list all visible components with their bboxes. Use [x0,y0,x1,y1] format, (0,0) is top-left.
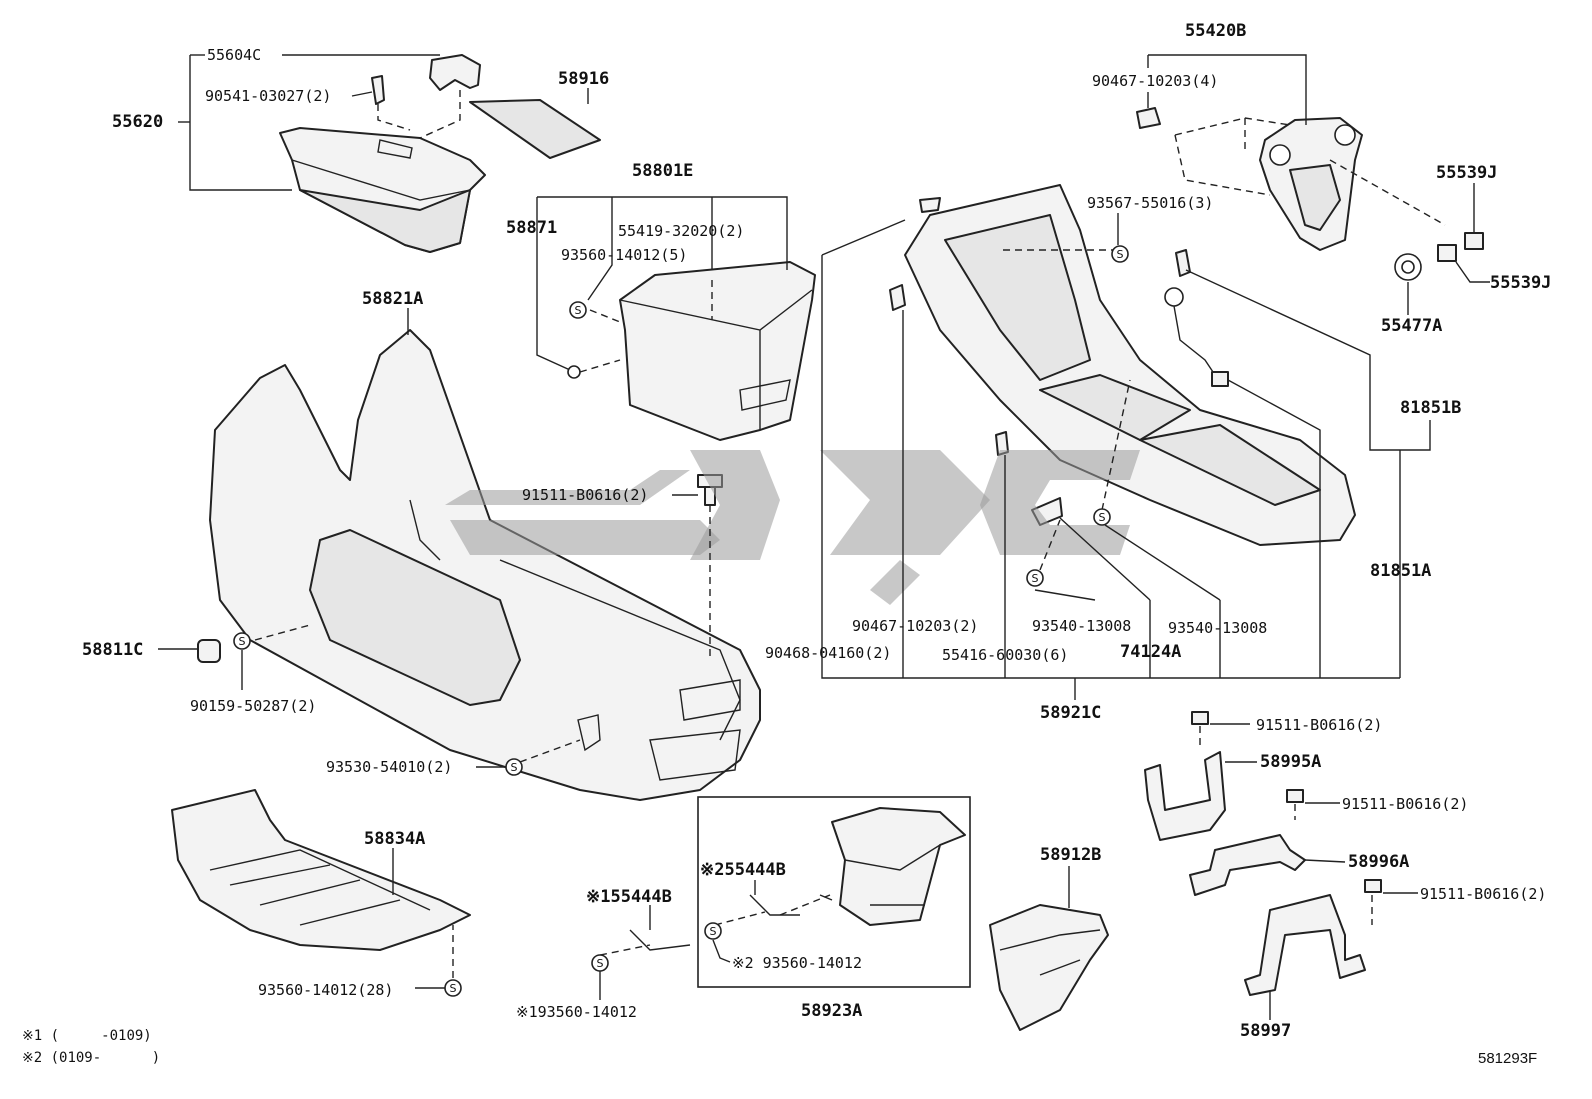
leader-lines [158,54,1490,1020]
label-58871: 58871 [506,218,557,238]
bracket-58996A [1189,834,1306,896]
part-labels: 55604C 90541-03027(2) 55620 58916 58801E… [82,21,1551,1041]
bracket-58997 [1244,894,1366,996]
wire-55444B [629,894,833,951]
ashtray-58923A [831,807,966,926]
cap-58811C [197,639,221,663]
bracket-58995A [1144,751,1226,841]
s-symbol-93560b: S [444,979,462,997]
box-dashed-55420B [1174,117,1446,226]
svg-text:S: S [597,957,604,970]
label-93560d: ※193560-14012 [516,1003,637,1021]
label-81851B: 81851B [1400,398,1461,418]
svg-text:S: S [1117,248,1124,261]
ring-55477A [1394,253,1422,281]
label-55444B-2: ※255444B [700,860,786,880]
label-81851A: 81851A [1370,561,1431,581]
svg-text:S: S [1032,572,1039,585]
label-91511d: 91511-B0616(2) [1420,885,1546,903]
clip-90541 [371,75,385,105]
s-symbol-93560a: S [569,301,587,319]
label-93540b: 93540-13008 [1168,619,1267,637]
label-55444B-1: ※155444B [586,887,672,907]
label-58811C: 58811C [82,640,143,660]
nut-58871 [567,365,581,379]
label-90541: 90541-03027(2) [205,87,331,105]
cover-55604C [429,54,481,91]
label-93530: 93530-54010(2) [326,758,452,776]
s-symbol-90159: S [233,632,251,650]
label-55539J-2: 55539J [1490,273,1551,293]
footnote-1: ※1 ( -0109) [22,1028,152,1044]
label-58995A: 58995A [1260,752,1321,772]
console-58821A [209,329,761,801]
label-90467b: 90467-10203(2) [852,617,978,635]
label-55416: 55416-60030(6) [942,646,1068,664]
s-symbol-93530: S [505,758,523,776]
harness-81851 [1164,249,1229,387]
s-symbol-93560d: S [591,954,609,972]
label-93540a: 93540-13008 [1032,617,1131,635]
svg-text:S: S [710,925,717,938]
label-93560a: 93560-14012(5) [561,246,687,264]
footnote-2: ※2 (0109- ) [22,1050,160,1066]
label-58916: 58916 [558,69,609,89]
label-55539J-1: 55539J [1436,163,1497,183]
svg-text:S: S [511,761,518,774]
label-91511c: 91511-B0616(2) [1342,795,1468,813]
bolts-brackets [1191,711,1382,893]
svg-text:S: S [575,304,582,317]
diagram-reference-code: 581293F [1478,1050,1537,1067]
label-90467a: 90467-10203(4) [1092,72,1218,90]
svg-text:S: S [239,635,246,648]
tray-58834A [171,789,471,951]
label-55604C: 55604C [207,46,261,64]
label-74124A: 74124A [1120,642,1181,662]
label-55420B: 55420B [1185,21,1246,41]
label-58912B: 58912B [1040,845,1101,865]
box-58801E [619,261,816,441]
s-symbol-93567: S [1111,245,1129,263]
s-symbol-93540b: S [1093,508,1111,526]
s-symbol-93540a: S [1026,569,1044,587]
label-90468: 90468-04160(2) [765,644,891,662]
cup-58912B [989,904,1109,1031]
label-93567: 93567-55016(3) [1087,194,1213,212]
label-91511b: 91511-B0616(2) [1256,716,1382,734]
pads-55539J [1437,232,1484,262]
label-91511a: 91511-B0616(2) [522,486,648,504]
label-55419: 55419-32020(2) [618,222,744,240]
bezel-55420B [1259,117,1363,251]
clip-90467-top [1136,107,1161,129]
label-55477A: 55477A [1381,316,1442,336]
label-58801E: 58801E [632,161,693,181]
label-90159: 90159-50287(2) [190,697,316,715]
label-58996A: 58996A [1348,852,1409,872]
box-58923A-frame [697,796,971,988]
mat-58916 [469,99,601,159]
s-symbol-group: S S S S S S S S S [233,245,1129,997]
label-93560c: ※2 93560-14012 [732,954,862,972]
label-58923A: 58923A [801,1001,862,1021]
s-symbol-93560c: S [704,922,722,940]
label-58834A: 58834A [364,829,425,849]
watermark-logo [445,450,1140,605]
label-58997: 58997 [1240,1021,1291,1041]
label-58921C: 58921C [1040,703,1101,723]
label-58821A: 58821A [362,289,423,309]
label-55620: 55620 [112,112,163,132]
console-box-55620 [279,127,486,253]
svg-text:S: S [1099,511,1106,524]
footnotes: ※1 ( -0109) ※2 (0109- ) [22,1028,160,1066]
svg-text:S: S [450,982,457,995]
console-58921C [904,184,1356,546]
label-93560b: 93560-14012(28) [258,981,393,999]
